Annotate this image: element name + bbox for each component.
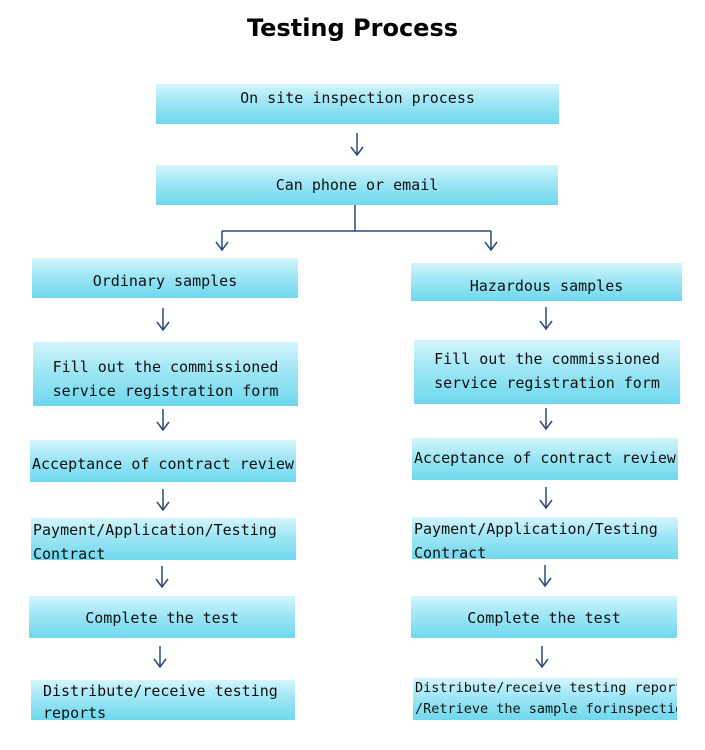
- arrow-inspection-to-contact: [350, 133, 364, 157]
- right-payment-box: Payment/Application/Testing Contract: [412, 517, 678, 559]
- phone-email-box: Can phone or email: [156, 165, 558, 205]
- left-contract-review-box: Acceptance of contract review: [30, 440, 296, 482]
- left-complete-test-box: Complete the test: [29, 596, 295, 638]
- right-complete-test-box: Complete the test: [411, 596, 677, 638]
- left-distribute-reports-box: Distribute/receive testing reports: [31, 680, 295, 720]
- arrow-right-4: [538, 565, 552, 588]
- arrow-left-4: [155, 566, 169, 589]
- split-connector: [215, 205, 498, 252]
- arrow-left-3: [156, 489, 170, 512]
- arrow-right-5: [535, 646, 549, 669]
- arrow-right-3: [539, 487, 553, 510]
- ordinary-samples-box: Ordinary samples: [32, 258, 298, 298]
- arrow-right-2: [539, 408, 553, 431]
- right-registration-form-box: Fill out the commissioned service regist…: [414, 340, 680, 404]
- left-payment-box: Payment/Application/Testing Contract: [31, 518, 296, 560]
- arrow-right-1: [539, 307, 553, 331]
- right-distribute-reports-box: Distribute/receive testing reports /Retr…: [413, 678, 677, 720]
- diagram-title: Testing Process: [246, 14, 459, 42]
- hazardous-samples-box: Hazardous samples: [411, 263, 682, 301]
- arrow-left-2: [156, 409, 170, 432]
- inspection-process-box: On site inspection process: [156, 84, 559, 124]
- arrow-left-5: [153, 646, 167, 669]
- arrow-left-1: [156, 308, 170, 332]
- left-registration-form-box: Fill out the commissioned service regist…: [33, 342, 298, 406]
- right-contract-review-box: Acceptance of contract review: [412, 438, 678, 480]
